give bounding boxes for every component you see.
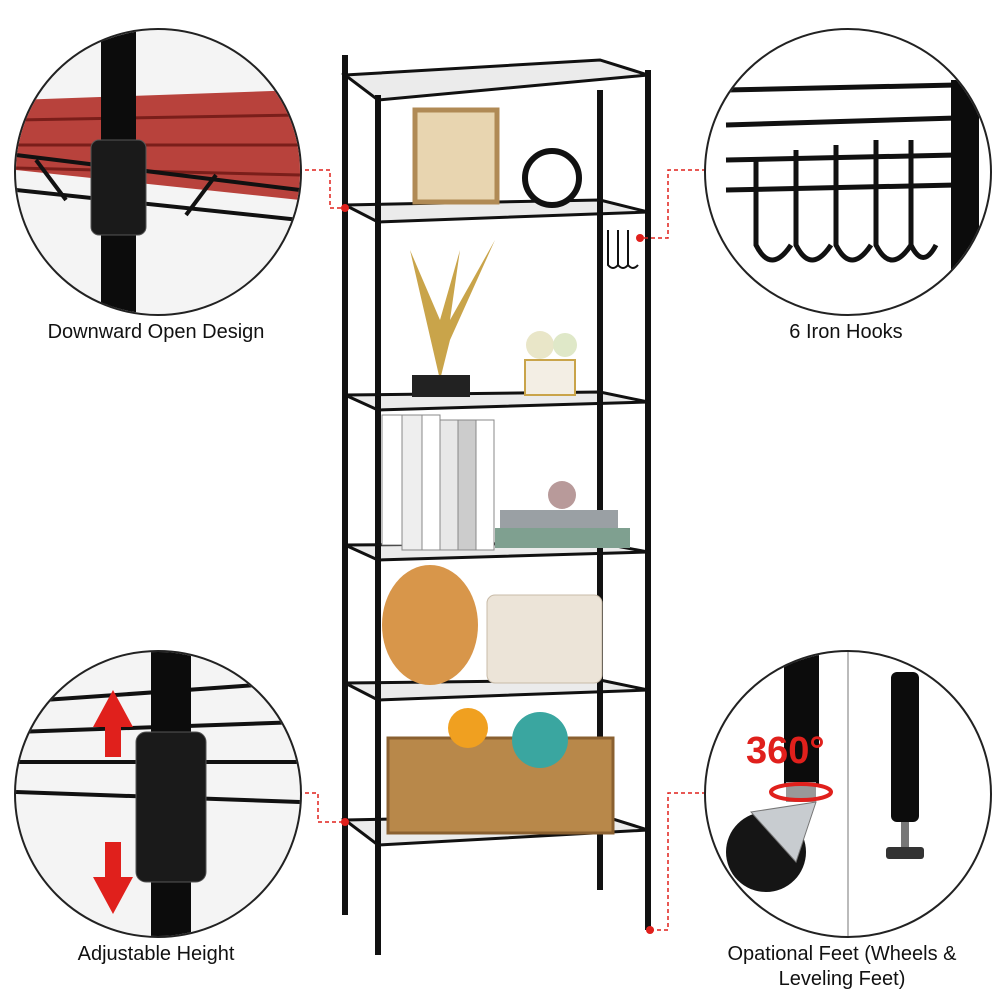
detail-optional-feet: 360° (704, 650, 992, 938)
woven-basket (386, 736, 615, 835)
hooks-detail-icon (725, 80, 979, 314)
plush-lion (382, 565, 478, 685)
handbag (486, 594, 603, 684)
shelf-tier (344, 198, 649, 224)
caption-optional-feet-line1: Opational Feet (Wheels & (727, 943, 957, 965)
arrow-up-icon (93, 690, 133, 757)
shelf-corner-detail-icon (16, 30, 300, 314)
detail-iron-hooks (704, 28, 992, 316)
adjust-arrows-detail-icon (16, 652, 300, 936)
small-plant (548, 481, 576, 509)
shelf-tier (340, 58, 649, 102)
caption-iron-hooks: 6 Iron Hooks (789, 321, 903, 343)
caption-adjustable-height: Adjustable Height (77, 943, 235, 965)
arrow-down-icon (93, 842, 133, 914)
bird-statue (410, 240, 495, 380)
wheel-and-foot-detail-icon (726, 652, 924, 936)
photo-frame (412, 107, 500, 205)
rotation-badge: 360° (746, 730, 825, 772)
alarm-clock (522, 148, 582, 208)
caption-downward-open-design: Downward Open Design (47, 321, 265, 343)
detail-downward-open-design (14, 28, 302, 316)
caption-optional-feet-line2: Leveling Feet) (778, 968, 906, 990)
flower-pot (524, 359, 576, 396)
books (381, 414, 630, 551)
detail-adjustable-height (14, 650, 302, 938)
side-hooks (607, 230, 639, 269)
callout-connectors (298, 169, 706, 931)
